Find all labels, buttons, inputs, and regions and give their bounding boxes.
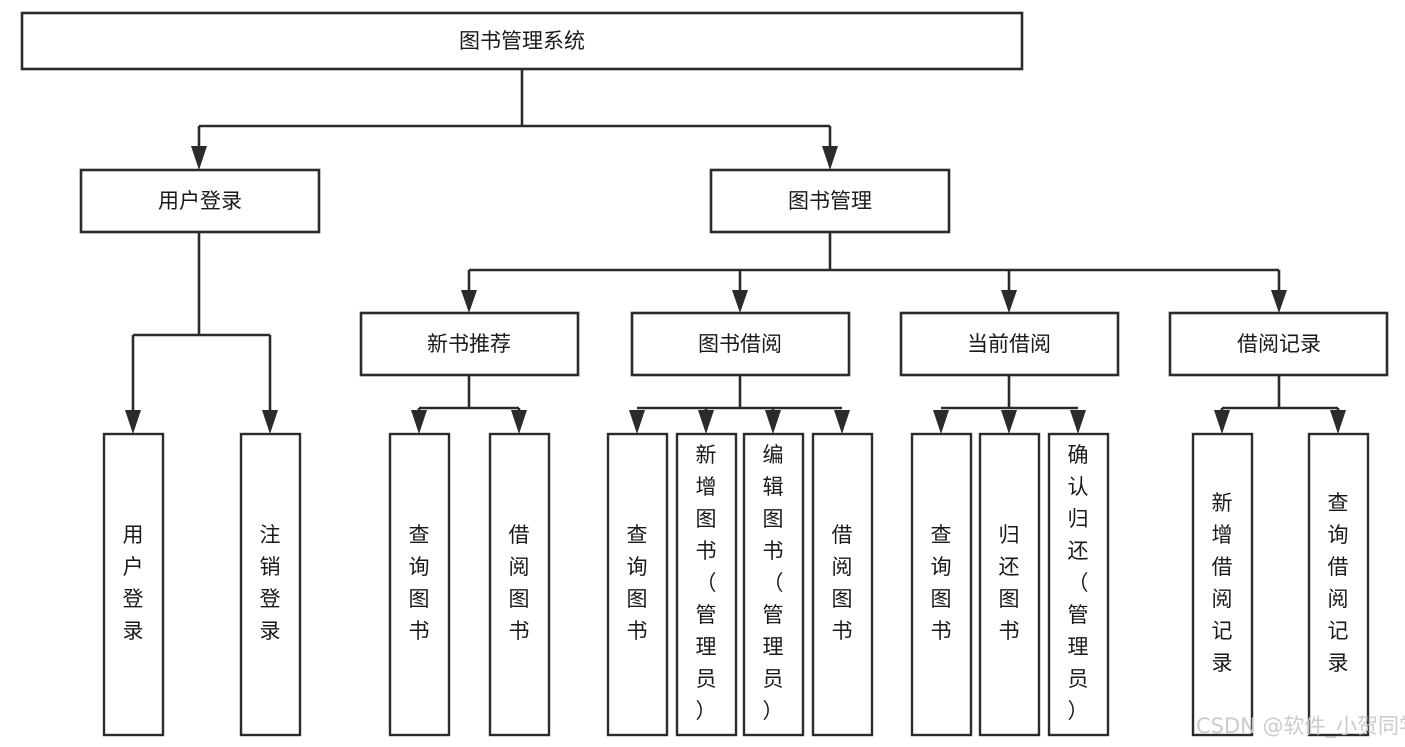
leaf-add-record-box[interactable] xyxy=(1191,432,1254,737)
new-book-recommend-label: 新书推荐 xyxy=(427,332,511,356)
arrow-leaf-add-record xyxy=(1214,410,1230,434)
arrow-leaf-user-logout xyxy=(262,410,278,434)
arrow-leaf-confirm-return xyxy=(1070,410,1086,434)
borrow-record-label: 借阅记录 xyxy=(1237,332,1321,356)
arrow-to-book-management xyxy=(822,146,838,170)
leaf-borrow-book-1[interactable]: 借阅图书 xyxy=(488,432,551,737)
leaf-edit-book-box[interactable] xyxy=(742,432,805,737)
leaf-query-book-1[interactable]: 查询图书 xyxy=(388,432,451,737)
leaf-add-book-box[interactable] xyxy=(675,432,738,737)
arrow-leaf-query-book-3 xyxy=(933,410,949,434)
root-box[interactable] xyxy=(20,11,1024,71)
leaf-return-book[interactable]: 归还图书 xyxy=(978,432,1041,737)
arrow-leaf-borrow-book-1 xyxy=(511,410,527,434)
leaf-add-record-label: 新增借阅记录 xyxy=(1212,491,1233,675)
book-management-label: 图书管理 xyxy=(788,189,872,213)
leaf-borrow-book-2-label: 借阅图书 xyxy=(832,523,853,643)
leaf-return-book-label: 归还图书 xyxy=(999,523,1020,643)
watermark-label: CSDN @软件_小贺同学 xyxy=(1196,714,1405,739)
arrow-leaf-query-book-1 xyxy=(411,410,427,434)
arrow-leaf-query-book-2 xyxy=(629,410,645,434)
leaf-confirm-return-box[interactable] xyxy=(1047,432,1110,737)
leaf-query-book-3[interactable]: 查询图书 xyxy=(910,432,973,737)
leaf-query-book-2[interactable]: 查询图书 xyxy=(606,432,669,737)
leaf-confirm-return-label: 确认归还（管理员） xyxy=(1068,443,1089,723)
leaf-query-book-2-label: 查询图书 xyxy=(627,523,648,643)
leaf-edit-book[interactable]: 编辑图书（管理员） xyxy=(742,432,805,737)
leaf-query-book-3-box[interactable] xyxy=(910,432,973,737)
leaf-user-logout-label: 注销登录 xyxy=(260,523,281,643)
leaf-user-login-label: 用户登录 xyxy=(123,523,144,643)
arrow-leaf-return-book xyxy=(1001,410,1017,434)
node-book-borrow[interactable]: 图书借阅 xyxy=(630,311,851,377)
arrow-to-borrow-record xyxy=(1271,290,1287,313)
arrow-to-new-book-recommend xyxy=(461,290,477,313)
node-new-book-recommend[interactable]: 新书推荐 xyxy=(359,311,580,377)
leaf-query-record[interactable]: 查询借阅记录 xyxy=(1307,432,1370,737)
leaf-borrow-book-1-box[interactable] xyxy=(488,432,551,737)
arrow-leaf-borrow-book-2 xyxy=(834,410,850,434)
leaf-user-login[interactable]: 用户登录 xyxy=(102,432,165,737)
leaf-borrow-book-2-box[interactable] xyxy=(811,432,874,737)
connector-layer xyxy=(125,69,1346,434)
book-management-box[interactable] xyxy=(709,168,951,234)
leaf-user-logout[interactable]: 注销登录 xyxy=(239,432,302,737)
leaf-query-book-2-box[interactable] xyxy=(606,432,669,737)
leaf-add-record[interactable]: 新增借阅记录 xyxy=(1191,432,1254,737)
leaf-add-book[interactable]: 新增图书（管理员） xyxy=(675,432,738,737)
user-login-box[interactable] xyxy=(79,168,321,234)
leaf-query-record-label: 查询借阅记录 xyxy=(1328,491,1349,675)
current-borrow-box[interactable] xyxy=(899,311,1120,377)
arrow-leaf-user-login xyxy=(125,410,141,434)
node-book-management[interactable]: 图书管理 xyxy=(709,168,951,234)
leaf-query-record-box[interactable] xyxy=(1307,432,1370,737)
leaf-borrow-book-2[interactable]: 借阅图书 xyxy=(811,432,874,737)
leaf-query-book-3-label: 查询图书 xyxy=(931,523,952,643)
node-borrow-record[interactable]: 借阅记录 xyxy=(1168,311,1389,377)
leaf-add-book-label: 新增图书（管理员） xyxy=(696,443,717,723)
leaf-confirm-return[interactable]: 确认归还（管理员） xyxy=(1047,432,1110,737)
arrow-leaf-edit-book xyxy=(765,410,781,434)
user-login-label: 用户登录 xyxy=(158,189,242,213)
book-borrow-box[interactable] xyxy=(630,311,851,377)
leaf-query-book-1-box[interactable] xyxy=(388,432,451,737)
leaf-edit-book-label: 编辑图书（管理员） xyxy=(763,443,784,723)
arrow-leaf-query-record xyxy=(1330,410,1346,434)
arrow-to-current-borrow xyxy=(1001,290,1017,313)
leaf-user-login-box[interactable] xyxy=(102,432,165,737)
current-borrow-label: 当前借阅 xyxy=(967,332,1051,356)
root-label: 图书管理系统 xyxy=(459,29,585,53)
new-book-recommend-box[interactable] xyxy=(359,311,580,377)
node-user-login[interactable]: 用户登录 xyxy=(79,168,321,234)
borrow-record-box[interactable] xyxy=(1168,311,1389,377)
arrow-leaf-add-book xyxy=(698,410,714,434)
leaf-user-logout-box[interactable] xyxy=(239,432,302,737)
book-borrow-label: 图书借阅 xyxy=(698,332,782,356)
node-root[interactable]: 图书管理系统 xyxy=(20,11,1024,71)
leaf-borrow-book-1-label: 借阅图书 xyxy=(509,523,530,643)
arrow-to-book-borrow xyxy=(732,290,748,313)
node-current-borrow[interactable]: 当前借阅 xyxy=(899,311,1120,377)
leaf-query-book-1-label: 查询图书 xyxy=(409,523,430,643)
leaf-return-book-box[interactable] xyxy=(978,432,1041,737)
arrow-to-user-login xyxy=(191,146,207,170)
